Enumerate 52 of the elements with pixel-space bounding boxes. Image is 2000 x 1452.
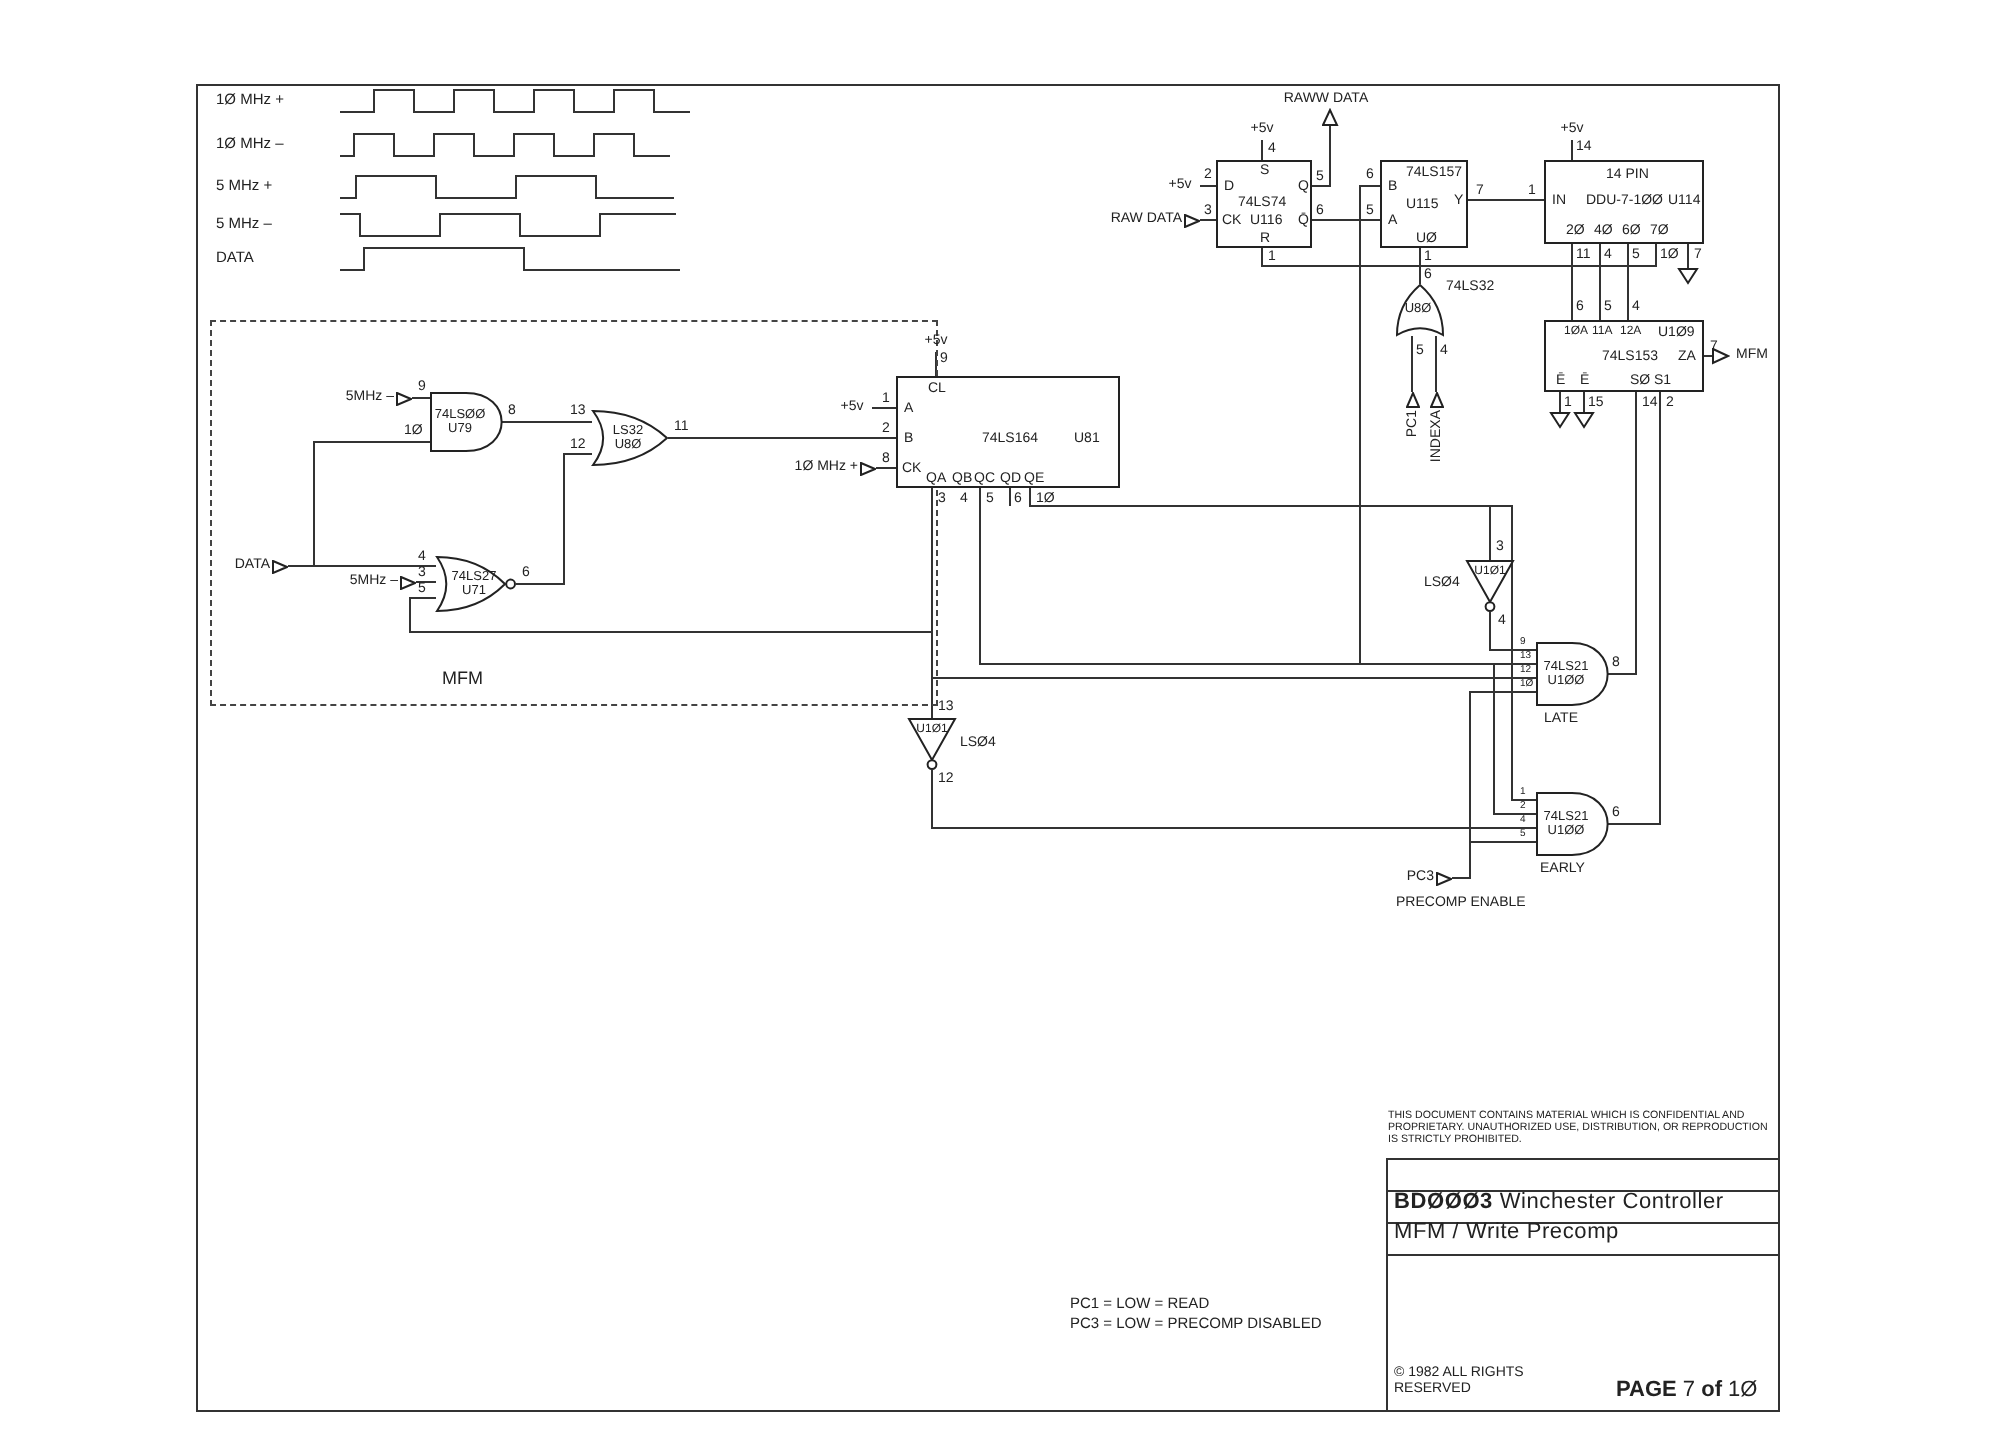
and-gate xyxy=(1536,642,1608,706)
wire xyxy=(1311,109,1338,187)
wire xyxy=(1607,391,1661,825)
group-label: MFM xyxy=(442,670,483,690)
wire xyxy=(501,421,593,423)
wire xyxy=(1467,199,1545,201)
ic-chip xyxy=(896,376,1120,488)
ground-icon xyxy=(1678,268,1698,284)
title-text: BDØØØ3 Winchester Controller xyxy=(1394,1190,1724,1215)
ic-chip xyxy=(1544,320,1704,392)
ic-chip xyxy=(1380,160,1468,248)
or-gate xyxy=(592,410,668,466)
wire xyxy=(1261,139,1263,161)
and-gate xyxy=(1536,792,1608,856)
ground-icon xyxy=(1550,412,1570,428)
wire xyxy=(1599,243,1601,321)
wire xyxy=(1451,841,1537,879)
wire xyxy=(871,407,897,409)
wire xyxy=(411,397,431,399)
wire xyxy=(1559,391,1561,413)
wire xyxy=(667,437,897,439)
wire xyxy=(1703,348,1729,364)
wire xyxy=(935,351,937,377)
wire xyxy=(1419,247,1421,285)
wire xyxy=(415,581,437,583)
wire xyxy=(1489,611,1537,651)
ic-chip xyxy=(1544,160,1704,244)
wire xyxy=(1583,391,1585,413)
wire xyxy=(1687,243,1689,269)
wire xyxy=(515,453,593,585)
wire xyxy=(1311,219,1381,221)
inverter xyxy=(908,718,956,770)
wire xyxy=(1571,243,1573,321)
wire xyxy=(287,565,437,567)
ic-chip xyxy=(1216,160,1312,248)
wire xyxy=(931,769,1537,829)
inverter xyxy=(1466,560,1514,612)
wire xyxy=(875,467,897,469)
wire xyxy=(1199,185,1217,187)
wire xyxy=(1261,243,1657,267)
page-number: PAGE 7 of 1Ø xyxy=(1616,1378,1758,1403)
wire xyxy=(1607,391,1637,675)
nor-gate xyxy=(436,556,516,612)
wire xyxy=(1627,243,1629,321)
ground-icon xyxy=(1574,412,1594,428)
and-gate xyxy=(430,392,502,452)
wire xyxy=(1435,335,1437,393)
wire xyxy=(1571,139,1573,161)
wire xyxy=(1411,335,1413,393)
or-gate xyxy=(1396,284,1444,336)
title-text: MFM / Write Precomp xyxy=(1394,1220,1619,1245)
wire xyxy=(1199,219,1217,221)
